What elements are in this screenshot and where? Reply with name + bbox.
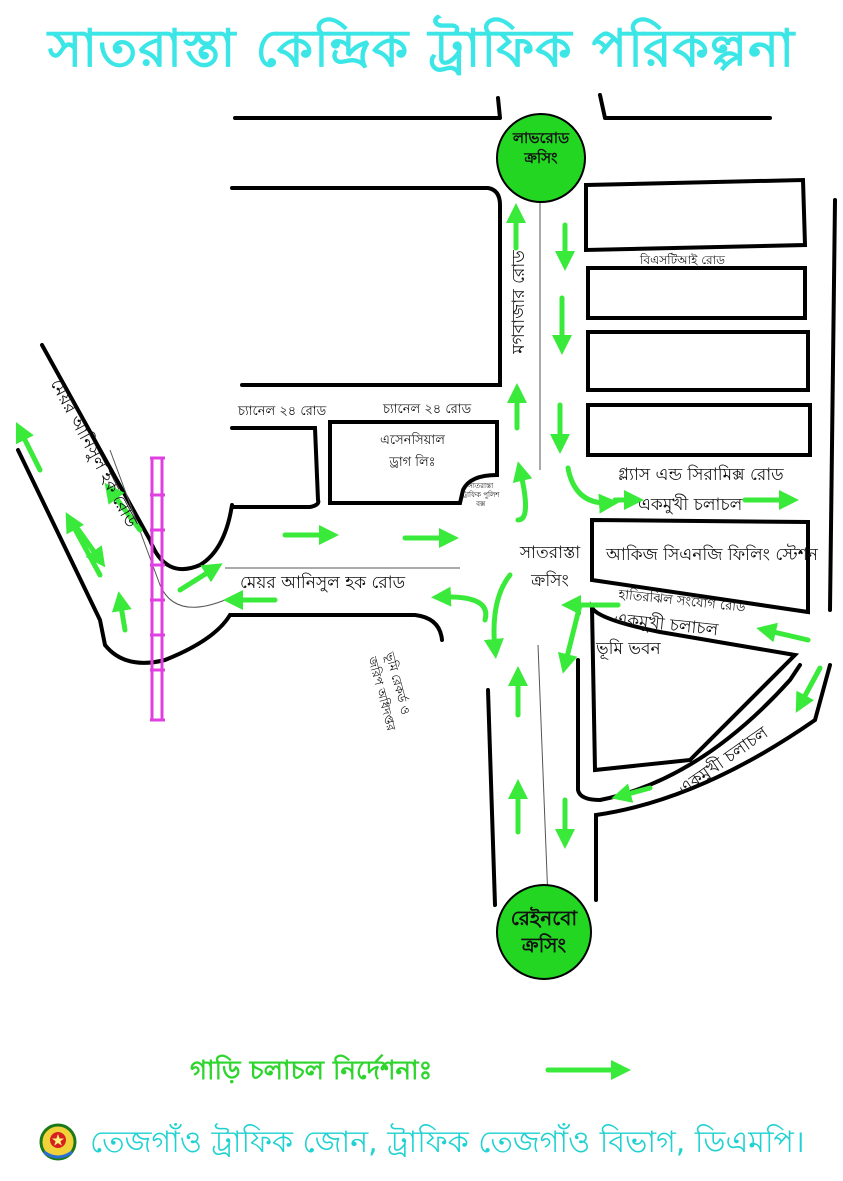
akij-cng-label: আকিজ সিএনজি ফিলিং স্টেশন	[606, 545, 818, 565]
legend-label: গাড়ি চলাচল নির্দেশনাঃ	[190, 1056, 433, 1086]
lovroad-line-2: ক্রসিং	[524, 149, 558, 168]
channel24-road-label-b: চ্যানেল ২৪ রোড	[383, 402, 472, 417]
essential-drug-line-2: ড্রাগ লিঃ	[389, 455, 436, 471]
channel24-road-label-a: চ্যানেল ২৪ রোড	[238, 404, 327, 419]
police-box-line-3: বক্স	[476, 500, 486, 509]
satrasta-crossing-label: সাতরাস্তা ক্রসিং	[505, 540, 595, 596]
dmp-logo-icon	[38, 1122, 78, 1162]
moghbazar-road-label: মগবাজার রোড	[508, 250, 529, 354]
mayor-anisul-road-label: মেয়র আনিসুল হক রোড	[240, 573, 406, 593]
rainbow-crossing-circle	[496, 884, 592, 980]
one-way-label-1: একমুখী চলাচল	[638, 495, 743, 515]
satrasta-line-2: ক্রসিং	[531, 571, 569, 591]
satrasta-line-1: সাতরাস্তা	[519, 543, 581, 563]
police-box-line-1: সাতরাস্তা	[468, 482, 494, 490]
bsti-road-label: বিএসটিআই রোড	[640, 253, 725, 267]
traffic-arrows	[15, 203, 823, 1080]
center-lines	[109, 200, 549, 901]
map-title: সাতরাস্তা কেন্দ্রিক ট্রাফিক পরিকল্পনা	[47, 19, 796, 79]
essential-drug-label: এসেনসিয়াল ড্রাগ লিঃ	[380, 430, 445, 474]
lovroad-crossing-label: লাভরোড ক্রসিং	[503, 128, 579, 169]
police-box-line-2: ট্রাফিক পুলিশ	[462, 491, 500, 500]
rainbow-line-2: ক্রসিং	[521, 933, 567, 957]
rainbow-crossing-label: রেইনবো ক্রসিং	[497, 905, 591, 959]
glass-ceramics-road-label: গ্ল্যাস এন্ড সিরামিক্স রোড	[618, 465, 784, 485]
bhumi-bhaban-label: ভূমি ভবন	[596, 639, 661, 659]
police-box-label: সাতরাস্তা ট্রাফিক পুলিশ বক্স	[462, 482, 499, 509]
essential-drug-line-1: এসেনসিয়াল	[380, 433, 445, 448]
footer-credit: তেজগাঁও ট্রাফিক জোন, ট্রাফিক তেজগাঁও বিভ…	[90, 1125, 805, 1160]
road-outlines	[16, 93, 837, 907]
foot-over-bridge	[150, 456, 165, 722]
lovroad-crossing-circle	[496, 113, 586, 203]
rainbow-line-1: রেইনবো	[510, 906, 578, 930]
lovroad-line-1: লাভরোড	[512, 129, 570, 147]
